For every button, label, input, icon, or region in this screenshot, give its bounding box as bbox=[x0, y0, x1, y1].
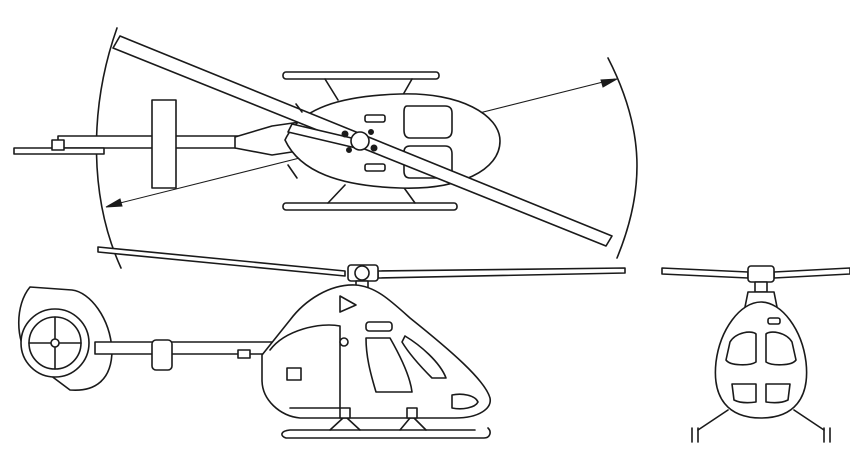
exhaust-side bbox=[286, 367, 302, 381]
rotor-hub-side bbox=[354, 265, 370, 281]
side-view bbox=[17, 246, 626, 439]
cabin-panel-line bbox=[269, 324, 341, 409]
skid-struts-side bbox=[329, 417, 427, 431]
rotor-hub-top bbox=[350, 131, 370, 151]
side-window-front bbox=[401, 335, 447, 379]
skid-legs-front bbox=[697, 409, 825, 431]
dimension-arrow-right bbox=[600, 78, 618, 88]
strut-fitting-side-2 bbox=[406, 407, 418, 419]
dimension-arrow-left bbox=[105, 198, 123, 208]
rotor-mast-front bbox=[754, 281, 768, 293]
windscreen-front-right bbox=[765, 331, 797, 366]
hub-bolt-2 bbox=[370, 144, 378, 152]
boom-collar-side bbox=[151, 339, 173, 371]
tail-rotor-hub-top bbox=[51, 139, 65, 151]
hub-bolt-1 bbox=[341, 130, 349, 138]
hub-bolt-3 bbox=[346, 147, 352, 153]
skid-front-right bbox=[823, 427, 831, 443]
skid-top-upper bbox=[282, 71, 440, 80]
panel-top-upper bbox=[364, 114, 386, 123]
rotor-blade-top-4-tip bbox=[287, 164, 298, 179]
window-top-upper bbox=[403, 105, 453, 139]
side-window-door bbox=[365, 337, 413, 393]
skid-top-lower bbox=[282, 202, 458, 211]
top-view bbox=[13, 27, 638, 269]
chin-window-front-right bbox=[765, 383, 791, 404]
horizontal-stabilizer bbox=[151, 99, 177, 189]
chin-window-front-left bbox=[731, 383, 757, 404]
cross-tube-top-1 bbox=[324, 78, 416, 204]
boom-attach-side bbox=[237, 349, 251, 359]
rotor-disc-arc-right bbox=[607, 57, 638, 259]
rotor-head-front bbox=[747, 265, 775, 283]
skid-gear-side bbox=[281, 427, 491, 439]
hub-bolt-4 bbox=[368, 129, 374, 135]
rotor-blade-front-right bbox=[773, 267, 850, 279]
side-port-circle bbox=[339, 337, 349, 347]
front-vent bbox=[767, 317, 781, 325]
rotor-blade-side-left bbox=[97, 246, 346, 277]
fuselage-top bbox=[284, 93, 501, 189]
tail-rotor-hub bbox=[50, 338, 60, 348]
windscreen-front-left bbox=[725, 331, 757, 366]
front-view bbox=[661, 265, 850, 443]
side-nose-window bbox=[451, 393, 479, 410]
strut-fitting-side-1 bbox=[339, 407, 351, 419]
panel-top-lower bbox=[364, 163, 386, 172]
engine-intake-triangle bbox=[339, 295, 357, 313]
rotor-blade-front-left bbox=[661, 267, 749, 279]
skid-front-left bbox=[691, 427, 699, 443]
tail-boom-top bbox=[57, 135, 239, 149]
rotor-blade-top-3-tip bbox=[295, 103, 303, 113]
side-vent-panel bbox=[365, 321, 393, 332]
rotor-blade-side-right bbox=[377, 267, 626, 279]
